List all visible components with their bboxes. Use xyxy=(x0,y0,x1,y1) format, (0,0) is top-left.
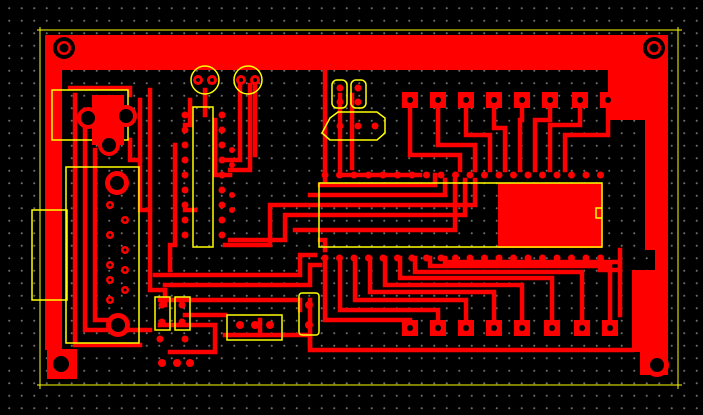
ic-pin xyxy=(524,171,532,179)
small-bottom-pads[interactable] xyxy=(156,335,195,368)
ic-pin xyxy=(553,254,561,262)
db9-connector[interactable] xyxy=(31,166,140,344)
ic-pin xyxy=(336,254,343,262)
ic-pin xyxy=(365,171,372,179)
ic-pin xyxy=(568,171,575,179)
ic-pin xyxy=(452,171,459,179)
mounting-holes[interactable] xyxy=(47,37,669,379)
ic-pin xyxy=(452,254,459,262)
ic-pin xyxy=(379,254,387,262)
ic-pin xyxy=(582,254,590,262)
ic-pin xyxy=(336,171,343,179)
ic-pin xyxy=(510,254,517,262)
ic-pin xyxy=(481,254,488,262)
ic-pin xyxy=(466,171,474,179)
ic-pin xyxy=(350,171,358,179)
ic-pin xyxy=(379,171,387,179)
resistors[interactable] xyxy=(154,296,191,331)
ic-pin xyxy=(466,254,474,262)
ic-pin xyxy=(568,254,575,262)
ic-pin xyxy=(524,254,532,262)
header-pads-bottom[interactable] xyxy=(402,320,618,336)
ic-pin xyxy=(437,171,445,179)
ic-pin xyxy=(539,171,546,179)
ic-pin xyxy=(408,254,416,262)
ic-pin xyxy=(495,254,503,262)
ic-pin xyxy=(481,171,488,179)
crystal-oscillators[interactable] xyxy=(190,65,263,95)
ic-pin xyxy=(597,254,604,262)
copper-ground-pour xyxy=(45,35,668,375)
ic-pin xyxy=(408,171,416,179)
ic-pin xyxy=(423,254,430,262)
ic-pin xyxy=(553,171,561,179)
vias xyxy=(229,147,235,213)
ic-pin xyxy=(394,254,401,262)
ic-pin xyxy=(495,171,503,179)
ic-pin xyxy=(597,171,604,179)
dip-ic-small[interactable] xyxy=(181,106,226,248)
ic-pin xyxy=(394,171,401,179)
voltage-regulator[interactable] xyxy=(226,314,283,341)
jumper-pair[interactable] xyxy=(321,79,386,141)
ic-pin xyxy=(365,254,372,262)
board-outline xyxy=(37,27,682,389)
ic-pin xyxy=(321,171,329,179)
ic-pin xyxy=(539,254,546,262)
power-jack[interactable] xyxy=(51,89,137,156)
dip40-microcontroller[interactable] xyxy=(318,171,604,262)
header-pads-top[interactable] xyxy=(402,92,616,108)
two-pin-header[interactable] xyxy=(298,292,320,336)
ic-pin xyxy=(423,171,430,179)
ic-pin xyxy=(321,254,329,262)
ic-pin xyxy=(510,171,517,179)
ic-pin xyxy=(350,254,358,262)
ic-pin xyxy=(437,254,445,262)
ic-pin xyxy=(582,171,590,179)
